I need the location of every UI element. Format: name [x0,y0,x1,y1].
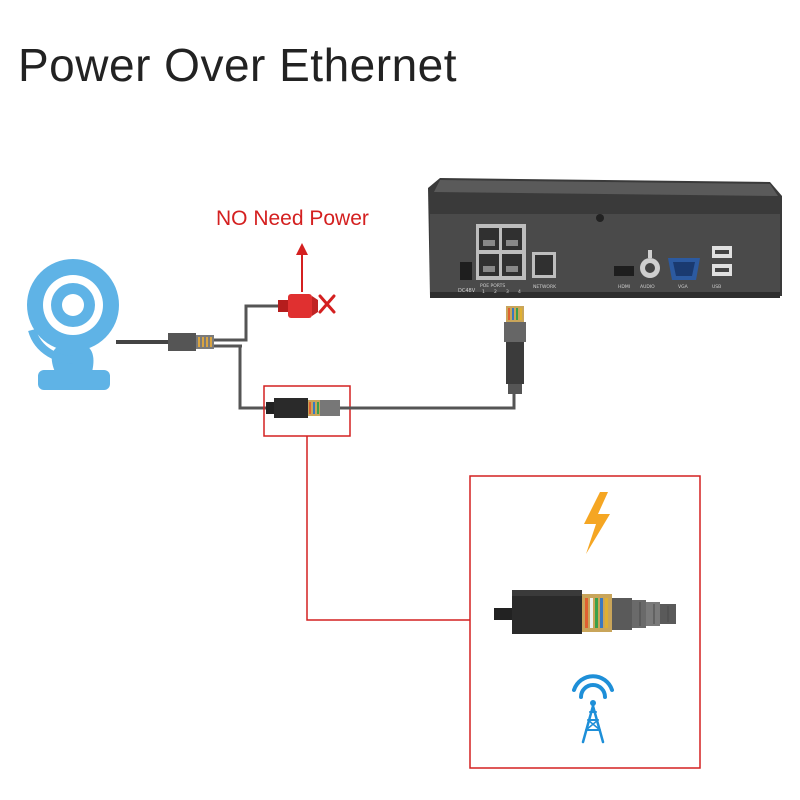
port-number-4: 4 [518,289,521,295]
zoom-leader-line [306,436,470,621]
port-number-2: 2 [494,289,497,295]
hdmi-label: HDMI [618,284,630,290]
camera-icon [27,259,119,390]
arrow-up-icon [296,243,308,292]
vga-label: VGA [678,284,689,290]
nvr-cable [340,392,516,410]
dc-power-plug [278,294,318,318]
camera-ethernet-plug [168,333,214,351]
splitter-wires [214,304,282,410]
nvr-device: DC48V POE PORTS 1 2 3 4 NETWORK HDMI [428,178,782,298]
poe-ports-label: POE PORTS [480,283,505,289]
port-number-1: 1 [482,289,485,295]
lightning-bolt-icon [584,492,610,554]
dc-in-label: DC48V [458,288,476,294]
port-number-3: 3 [506,289,509,295]
network-label: NETWORK [533,284,557,290]
audio-label: AUDIO [640,284,655,290]
usb-label: USB [712,284,721,290]
nvr-ethernet-plug [504,306,526,394]
page-title: Power Over Ethernet [18,39,458,91]
no-need-power-label: NO Need Power [216,207,369,230]
poe-connector-large [494,590,676,634]
poe-connector-small [266,398,340,418]
signal-tower-icon [572,674,614,744]
x-mark-icon [318,294,336,314]
